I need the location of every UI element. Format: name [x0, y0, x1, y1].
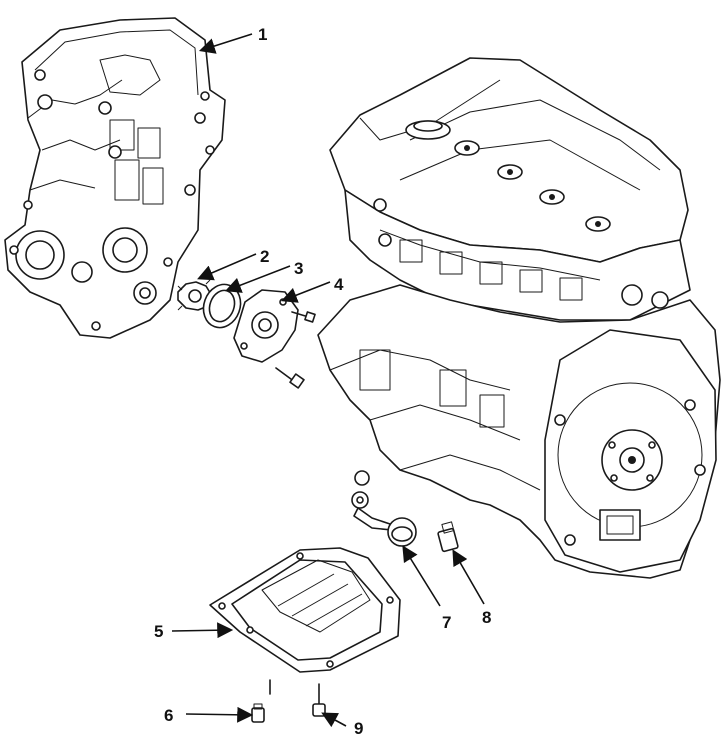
engine-block [317, 57, 721, 579]
oil-pan-bolt [312, 683, 326, 717]
callout-2: 2 [260, 247, 269, 266]
oil-pressure-switch [437, 521, 459, 553]
callout-9: 9 [354, 719, 363, 736]
callout-7: 7 [442, 613, 451, 632]
callout-1: 1 [258, 25, 267, 44]
callout-6: 6 [164, 706, 173, 725]
drain-plug [251, 703, 265, 723]
callout-8: 8 [482, 608, 491, 627]
gasket [202, 283, 242, 329]
oil-pan [209, 547, 401, 695]
leader-lines [171, 33, 485, 728]
callout-labels: 1 2 3 4 5 6 7 8 9 [154, 25, 491, 736]
callout-4: 4 [334, 275, 344, 294]
callout-5: 5 [154, 622, 163, 641]
callout-3: 3 [294, 259, 303, 278]
oil-strainer [351, 470, 417, 547]
timing-chain-cover [4, 17, 226, 339]
oil-pump-housing [233, 289, 316, 389]
